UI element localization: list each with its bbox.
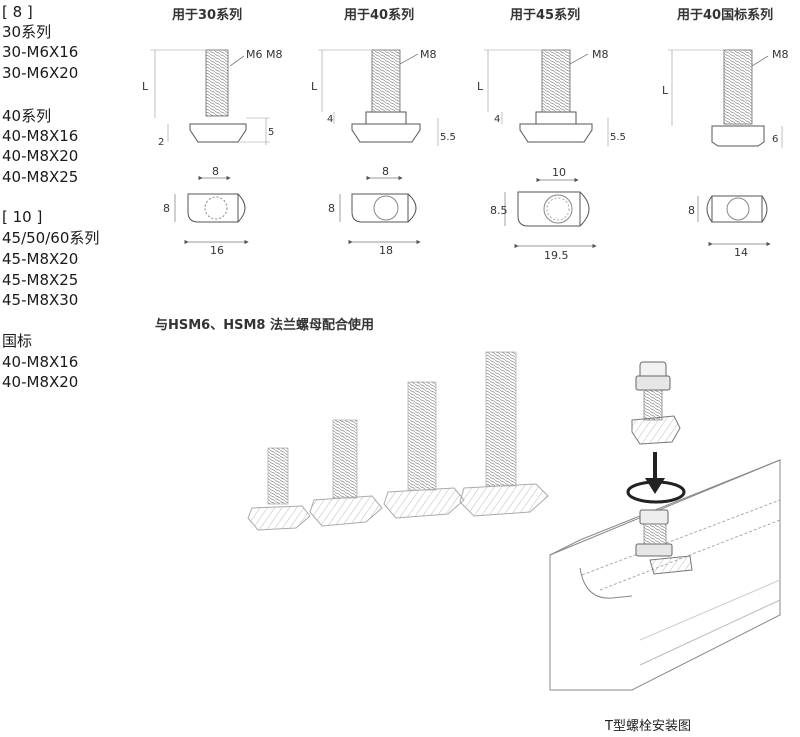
column-header-40: 用于40系列 [344,8,415,23]
dim-L-45: L [477,80,484,93]
spec-line: 30-M6X16 [2,43,79,61]
column-header-30: 用于30系列 [172,8,243,23]
bolt-top-view-45 [504,177,597,249]
dim-head-45: 4 [494,114,500,125]
bottom-width-45: 19.5 [544,249,569,262]
spec-line: 国标 [2,332,33,350]
bottom-width-40-gb: 14 [734,246,748,259]
top-width-40: 8 [382,165,389,178]
spec-line: [ 8 ] [2,3,33,21]
thread-label-30: M6 M8 [246,48,282,61]
top-height-40: 8 [328,202,335,215]
bolt-side-view-30 [150,49,270,145]
bolt-side-view-45 [484,49,609,146]
top-height-30: 8 [163,202,170,215]
dim-L-30: L [142,80,149,93]
bottom-width-40: 18 [379,244,393,257]
spec-line: 45/50/60系列 [2,229,100,247]
note-text: 与HSM6、HSM8 法兰螺母配合使用 [155,318,374,333]
top-width-45: 10 [552,166,566,179]
spec-line: 30系列 [2,23,52,41]
spec-line: 40-M8X16 [2,353,79,371]
installation-illustration [549,361,781,691]
dim-head-30: 2 [158,137,164,148]
spec-line: 45-M8X20 [2,250,79,268]
thread-label-40-gb: M8 [772,48,789,61]
bolt-side-view-40-gb [668,49,783,148]
dim-head-40: 4 [327,114,333,125]
top-height-45: 8.5 [490,204,508,217]
bolt-top-view-40-gb [697,195,771,247]
spec-line: 40-M8X20 [2,147,79,165]
spec-line: 40-M8X16 [2,127,79,145]
dim-side-30: 5 [268,127,274,138]
thread-label-45: M8 [592,48,609,61]
installation-caption: T型螺栓安装图 [605,719,691,734]
spec-line: 40-M8X25 [2,168,79,186]
spec-line: 45-M8X25 [2,271,79,289]
bolt-top-view-30 [174,175,249,245]
column-header-45: 用于45系列 [510,8,581,23]
spec-line: [ 10 ] [2,208,43,226]
column-header-40-gb: 用于40国标系列 [677,8,774,23]
dim-side-45: 5.5 [610,132,626,143]
dim-L-40-gb: L [662,84,669,97]
bolt-side-view-40 [318,49,439,146]
dim-side-40-gb: 6 [772,134,778,145]
dim-side-40: 5.5 [440,132,456,143]
bolt-top-view-40 [339,175,421,245]
top-width-30: 8 [212,165,219,178]
dim-L-40: L [311,80,318,93]
thread-label-40: M8 [420,48,437,61]
spec-line: 30-M6X20 [2,64,79,82]
spec-line: 40-M8X20 [2,373,79,391]
bottom-width-30: 16 [210,244,224,257]
spec-line: 45-M8X30 [2,291,79,309]
top-height-40-gb: 8 [688,204,695,217]
bolt-group-illustration [247,351,549,531]
spec-line: 40系列 [2,107,52,125]
